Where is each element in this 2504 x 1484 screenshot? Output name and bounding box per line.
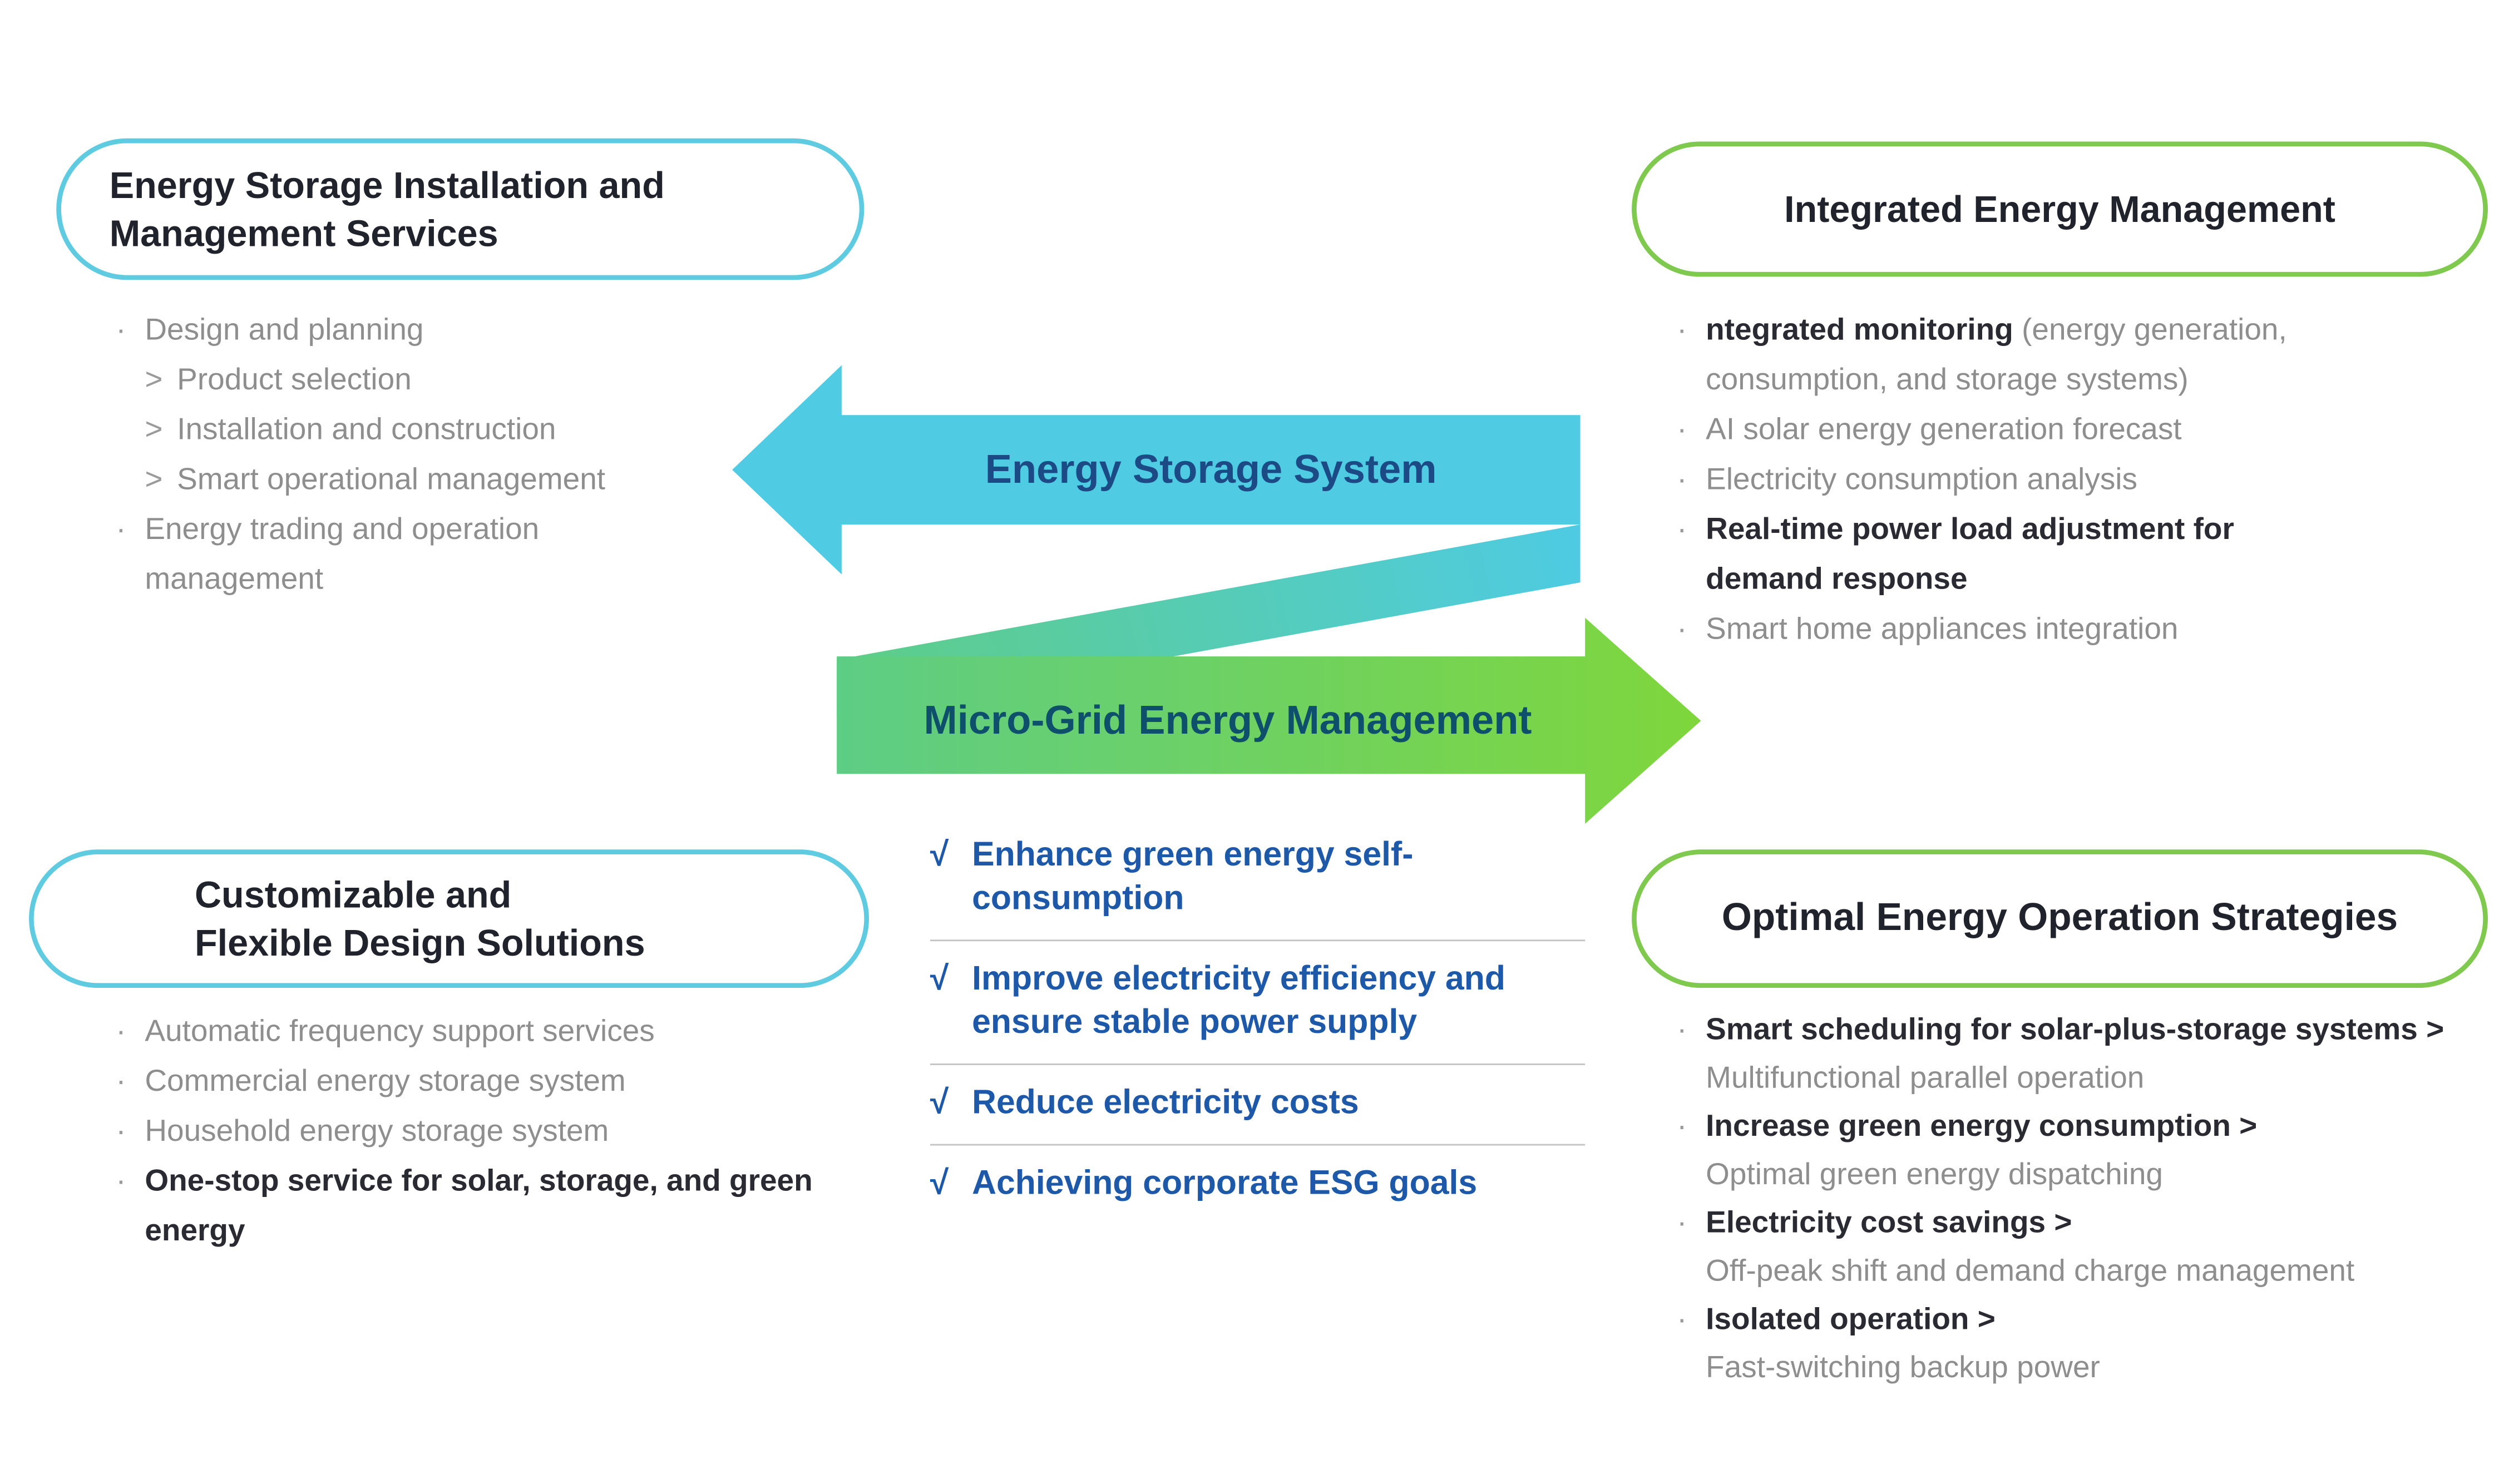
- panel-integrated-list: · ntegrated monitoring (energy generatio…: [1677, 306, 2417, 655]
- bullet-dot: ·: [1677, 1110, 1687, 1144]
- panel-optimal-list: · Smart scheduling for solar-plus-storag…: [1677, 1007, 2465, 1393]
- list-item: · Real-time power load adjustment for de…: [1677, 505, 2417, 605]
- list-item-sub: > Smart operational management: [145, 456, 676, 506]
- bullet-dot: ·: [1677, 613, 1687, 647]
- bullet-dot: ·: [1677, 463, 1687, 497]
- bullet-dot: ·: [1677, 1013, 1687, 1048]
- bullet-dot: ·: [116, 1065, 126, 1099]
- panel-installation-title-line2: Management Services: [109, 212, 498, 255]
- panel-customizable-title-line2: Flexible Design Solutions: [195, 922, 645, 964]
- list-item: · Increase green energy consumption >Opt…: [1677, 1104, 2465, 1200]
- list-item-sub: > Product selection: [145, 355, 676, 405]
- bullet-dot: ·: [1677, 1303, 1687, 1337]
- bullet-dot: ·: [116, 1165, 126, 1199]
- microgrid-arrow-label: Micro-Grid Energy Management: [923, 698, 1532, 744]
- panel-customizable-list: · Automatic frequency support services ·…: [116, 1007, 843, 1257]
- list-item: · Smart home appliances integration: [1677, 605, 2417, 655]
- ribbon-arrows-graphic: [732, 365, 1701, 824]
- panel-installation-list: · Design and planning > Product selectio…: [116, 306, 676, 605]
- list-item: · Design and planning: [116, 306, 676, 356]
- energy-storage-arrow-left: [732, 365, 1581, 575]
- bullet-dot: ·: [1677, 513, 1687, 547]
- list-item: · Household energy storage system: [116, 1107, 843, 1157]
- energy-storage-arrow-label: Energy Storage System: [985, 447, 1437, 493]
- list-item: · Energy trading and operation managemen…: [116, 505, 676, 605]
- panel-optimal-title: Optimal Energy Operation Strategies: [1721, 896, 2398, 940]
- list-item: · One-stop service for solar, storage, a…: [116, 1157, 843, 1257]
- list-item: · Smart scheduling for solar-plus-storag…: [1677, 1007, 2465, 1104]
- microgrid-arrow-right: [837, 617, 1701, 824]
- panel-optimal-title-pill: Optimal Energy Operation Strategies: [1632, 849, 2488, 988]
- bullet-dot: ·: [116, 513, 126, 547]
- list-item: · ntegrated monitoring (energy generatio…: [1677, 306, 2417, 405]
- list-item: · AI solar energy generation forecast: [1677, 405, 2417, 456]
- list-item: · Commercial energy storage system: [116, 1057, 843, 1107]
- bullet-dot: ·: [1677, 413, 1687, 448]
- check-icon: √: [930, 1165, 949, 1202]
- bullet-dot: ·: [116, 1115, 126, 1149]
- benefit-item: √ Reduce electricity costs: [930, 1065, 1586, 1146]
- check-icon: √: [930, 837, 949, 874]
- panel-customizable-title-pill: Customizable and Flexible Design Solutio…: [29, 849, 870, 988]
- list-item: · Electricity cost savings >Off-peak shi…: [1677, 1200, 2465, 1297]
- list-item: · Isolated operation >Fast-switching bac…: [1677, 1297, 2465, 1393]
- benefit-item: √ Enhance green energy self-consumption: [930, 817, 1586, 942]
- benefit-item: √ Achieving corporate ESG goals: [930, 1146, 1585, 1225]
- panel-integrated-title-pill: Integrated Energy Management: [1632, 141, 2488, 277]
- panel-integrated-title: Integrated Energy Management: [1784, 187, 2335, 230]
- bullet-dot: ·: [116, 1015, 126, 1049]
- benefits-checklist: √ Enhance green energy self-consumption …: [930, 817, 1586, 1225]
- bullet-gt: >: [145, 463, 163, 497]
- check-icon: √: [930, 1084, 949, 1122]
- bullet-dot: ·: [1677, 1206, 1687, 1241]
- check-icon: √: [930, 960, 949, 998]
- panel-customizable-title-line1: Customizable and: [195, 873, 512, 915]
- benefit-item: √ Improve electricity efficiency and ens…: [930, 941, 1586, 1065]
- panel-installation-title-pill: Energy Storage Installation and Manageme…: [56, 138, 865, 280]
- bullet-gt: >: [145, 363, 163, 398]
- list-item: · Automatic frequency support services: [116, 1007, 843, 1057]
- list-item: · Electricity consumption analysis: [1677, 456, 2417, 506]
- bullet-dot: ·: [1677, 314, 1687, 348]
- list-item-sub: > Installation and construction: [145, 405, 676, 456]
- panel-installation-title-line1: Energy Storage Installation and: [109, 164, 665, 206]
- bullet-dot: ·: [116, 314, 126, 348]
- bullet-gt: >: [145, 413, 163, 448]
